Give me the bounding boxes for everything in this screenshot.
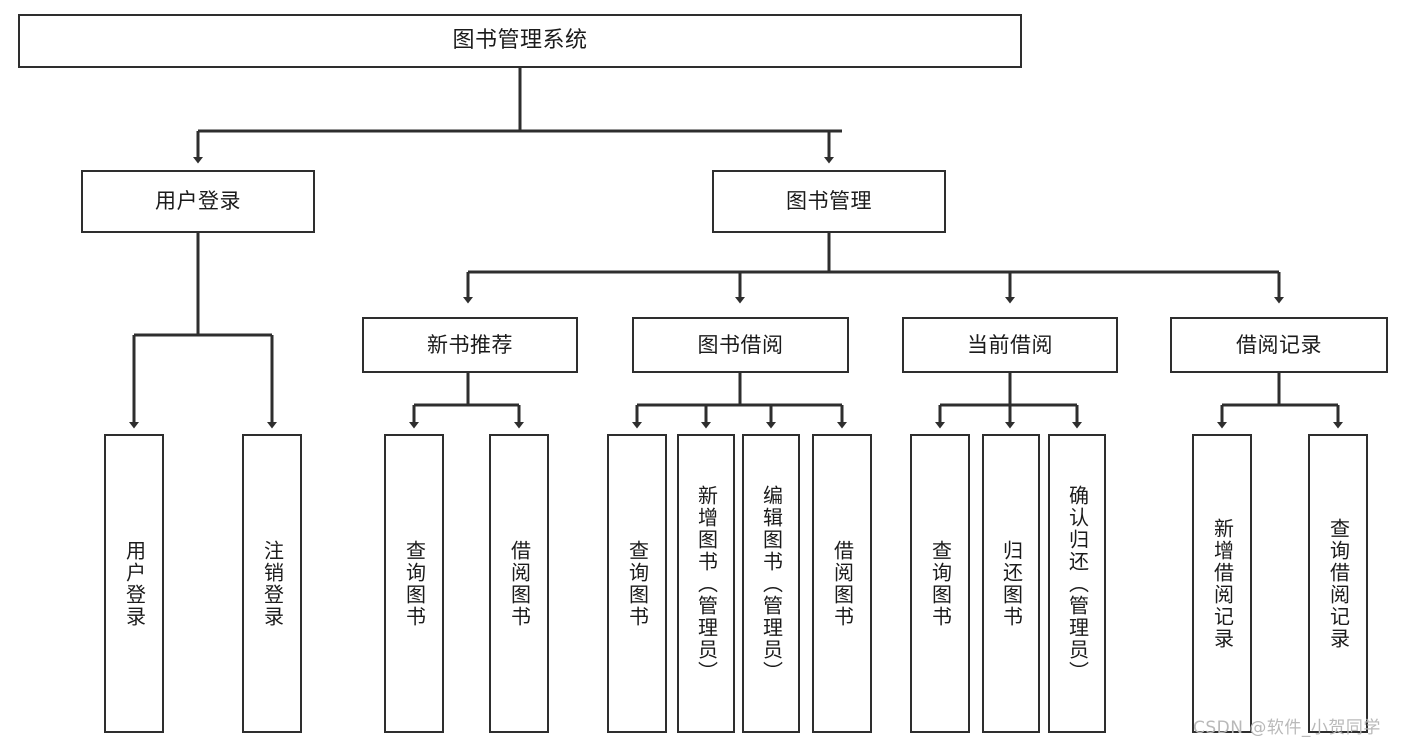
leaf-borrow-query-book[interactable]: 查询图书 [607,434,667,733]
node-label: 用户登录 [155,189,241,214]
node-user-login[interactable]: 用户登录 [81,170,315,233]
csdn-watermark: CSDN @软件_小贺同学 [1193,718,1381,738]
node-label: 编辑图书（管理员） [759,484,784,683]
leaf-borrow-edit-book-admin[interactable]: 编辑图书（管理员） [742,434,800,733]
leaf-record-query-record[interactable]: 查询借阅记录 [1308,434,1368,733]
node-current-borrow[interactable]: 当前借阅 [902,317,1118,373]
node-label: 查询图书 [625,539,650,628]
node-label: 查询借阅记录 [1326,517,1351,650]
node-book-borrow[interactable]: 图书借阅 [632,317,849,373]
leaf-current-query-book[interactable]: 查询图书 [910,434,970,733]
node-label: 确认归还（管理员） [1065,484,1090,683]
leaf-record-add-record[interactable]: 新增借阅记录 [1192,434,1252,733]
node-label: 当前借阅 [967,332,1053,357]
node-label: 新增借阅记录 [1210,517,1235,650]
node-label: 归还图书 [999,539,1024,628]
node-label: 新书推荐 [427,332,513,357]
node-label: 新增图书（管理员） [694,484,719,683]
leaf-borrow-borrow-book[interactable]: 借阅图书 [812,434,872,733]
leaf-current-return-book[interactable]: 归还图书 [982,434,1040,733]
node-label: 用户登录 [122,539,147,628]
node-label: 借阅图书 [830,539,855,628]
node-label: 图书管理 [786,189,872,214]
node-label: 图书管理系统 [452,28,588,54]
node-borrow-record[interactable]: 借阅记录 [1170,317,1388,373]
leaf-user-logout[interactable]: 注销登录 [242,434,302,733]
leaf-borrow-add-book-admin[interactable]: 新增图书（管理员） [677,434,735,733]
leaf-user-login[interactable]: 用户登录 [104,434,164,733]
node-label: 查询图书 [928,539,953,628]
node-label: 借阅图书 [507,539,532,628]
leaf-newbook-query-book[interactable]: 查询图书 [384,434,444,733]
node-label: 注销登录 [260,539,285,628]
node-label: 借阅记录 [1236,332,1322,357]
leaf-current-confirm-return-admin[interactable]: 确认归还（管理员） [1048,434,1106,733]
leaf-newbook-borrow-book[interactable]: 借阅图书 [489,434,549,733]
node-label: 查询图书 [402,539,427,628]
node-root-system[interactable]: 图书管理系统 [18,14,1022,68]
node-label: 图书借阅 [697,332,784,357]
node-new-book-recommend[interactable]: 新书推荐 [362,317,578,373]
node-book-management[interactable]: 图书管理 [712,170,946,233]
